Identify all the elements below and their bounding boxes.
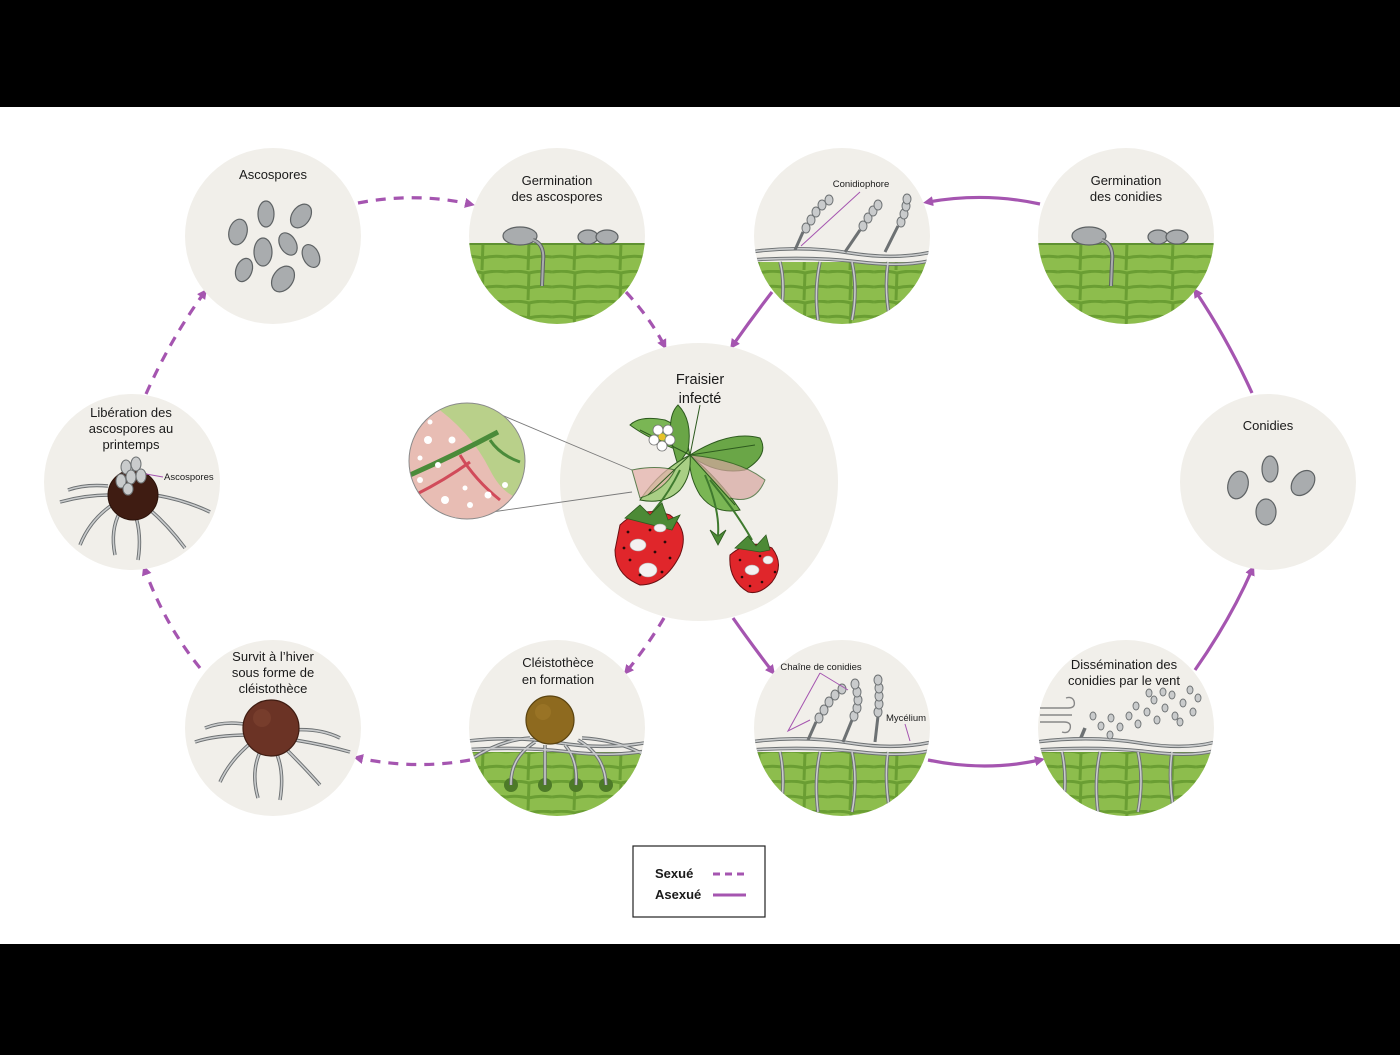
callout-mycelium: Mycélium bbox=[886, 713, 926, 724]
leaf-zoom-inset bbox=[408, 402, 526, 520]
arrow-fraisier-to-cleistothece bbox=[623, 617, 666, 675]
stage-dissemination: Dissémination des conidies par le vent bbox=[1038, 640, 1214, 816]
arrow-fraisier-to-chaine bbox=[731, 617, 776, 675]
stage-germination-ascospores-label-1: Germination bbox=[522, 173, 593, 188]
arrow-germination-to-conidiophore bbox=[923, 195, 1041, 207]
ascospore-cluster bbox=[228, 200, 321, 293]
arrow-ascospores-to-germination bbox=[357, 196, 475, 208]
stage-cleistothece-label-1: Cléistothèce bbox=[522, 655, 594, 670]
stage-germination-conidies-label-2: des conidies bbox=[1090, 189, 1163, 204]
arrow-conidiophore-to-fraisier bbox=[730, 291, 774, 350]
callout-conidiophore: Conidiophore bbox=[833, 179, 890, 190]
stage-ascospores-label: Ascospores bbox=[239, 167, 307, 182]
stage-fraisier-label-2: infecté bbox=[679, 391, 722, 407]
arrow-germination-to-fraisier bbox=[624, 290, 667, 350]
stage-ascospores: Ascospores bbox=[185, 148, 361, 324]
stage-conidies: Conidies bbox=[1180, 394, 1356, 570]
stage-liberation-label-1: Libération des bbox=[90, 405, 172, 420]
legend-asexue-label: Asexué bbox=[655, 887, 701, 902]
stage-hiver-label-1: Survit à l’hiver bbox=[232, 649, 314, 664]
arrow-chaine-to-dissemination bbox=[927, 756, 1045, 768]
strawberry-flower bbox=[648, 424, 676, 452]
stage-liberation-label-3: printemps bbox=[102, 437, 160, 452]
strawberry-small bbox=[729, 534, 779, 593]
stage-conidies-label: Conidies bbox=[1243, 418, 1294, 433]
stage-germination-conidies-label-1: Germination bbox=[1091, 173, 1162, 188]
stage-germination-ascospores-label-2: des ascospores bbox=[511, 189, 603, 204]
stage-dissemination-label-2: conidies par le vent bbox=[1068, 673, 1180, 688]
arrow-cleistothece-to-hiver bbox=[353, 754, 471, 767]
stage-hiver-label-2: sous forme de bbox=[232, 665, 314, 680]
callout-ascospores-small: Ascospores bbox=[164, 472, 214, 483]
stage-fraisier-infecte: Fraisier infecté bbox=[408, 343, 838, 621]
stage-liberation: Libération des ascospores au printemps A… bbox=[44, 394, 220, 570]
stage-dissemination-label-1: Dissémination des bbox=[1071, 657, 1178, 672]
wind-icon bbox=[1040, 696, 1076, 734]
stage-fraisier-label-1: Fraisier bbox=[676, 372, 725, 388]
legend-sexue-label: Sexué bbox=[655, 866, 693, 881]
legend: Sexué Asexué bbox=[632, 845, 766, 918]
stage-hiver: Survit à l’hiver sous forme de cléistoth… bbox=[185, 640, 361, 816]
arrow-hiver-to-liberation bbox=[142, 565, 202, 670]
callout-chaine-conidies: Chaîne de conidies bbox=[780, 662, 862, 673]
arrow-conidies-to-germination bbox=[1193, 287, 1254, 394]
cycle-arrows bbox=[142, 195, 1255, 768]
stage-liberation-label-2: ascospores au bbox=[89, 421, 174, 436]
arrow-liberation-to-ascospores bbox=[144, 288, 207, 395]
stage-cleistothece-label-2: en formation bbox=[522, 672, 594, 687]
stage-hiver-label-3: cléistothèce bbox=[239, 681, 308, 696]
strawberry-large bbox=[614, 502, 684, 586]
arrow-dissemination-to-conidies bbox=[1193, 565, 1255, 671]
stage-chaine-conidies: Chaîne de conidies Mycélium bbox=[754, 640, 930, 816]
